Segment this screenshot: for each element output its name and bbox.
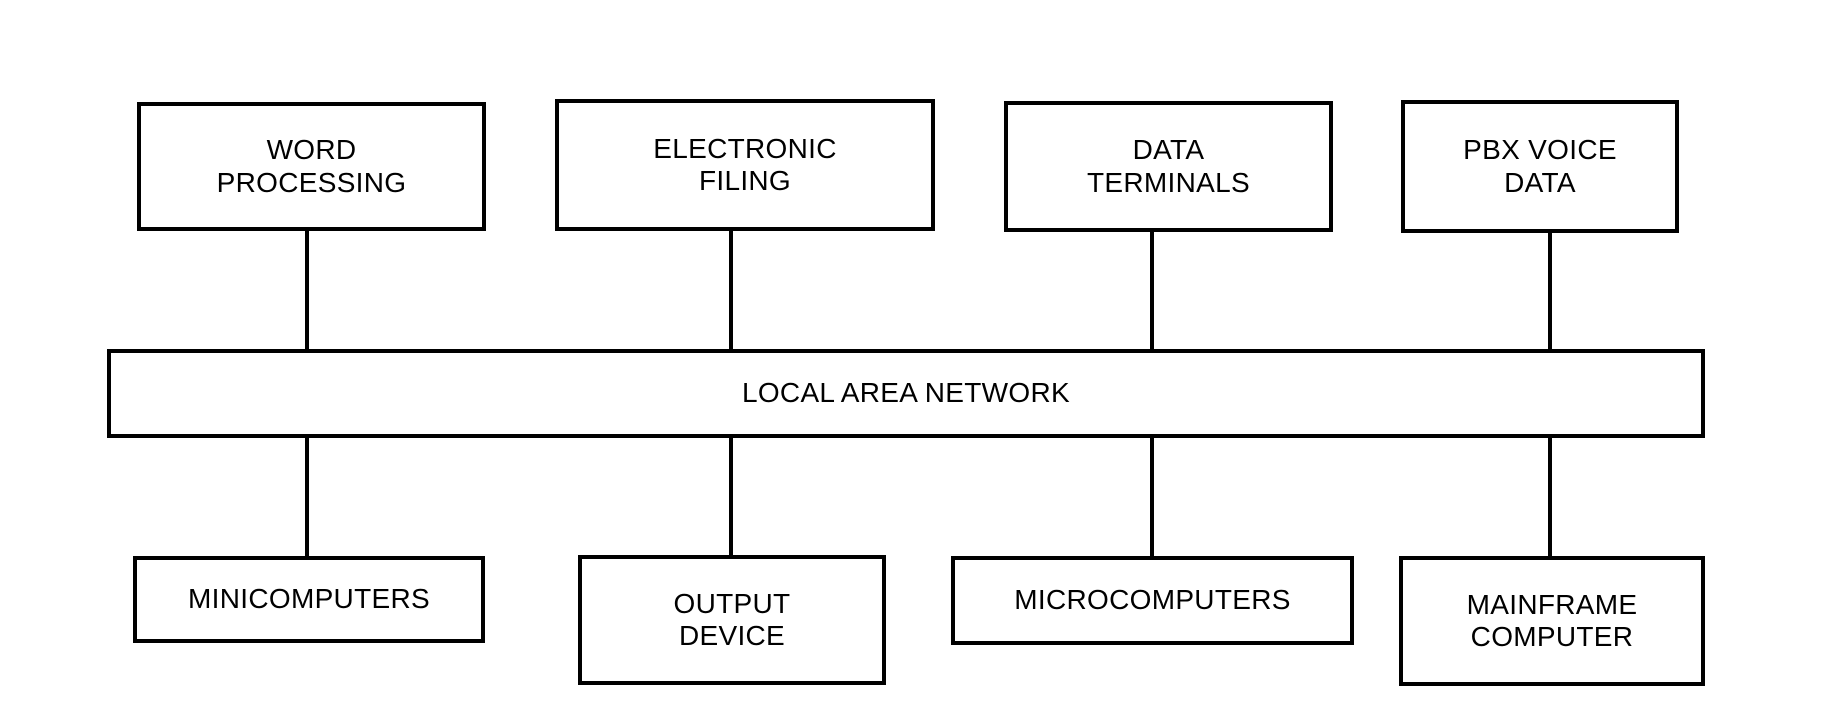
node-electronic-filing: ELECTRONIC FILING — [555, 99, 935, 231]
node-label: MAINFRAME COMPUTER — [1466, 588, 1638, 652]
connector-lan-to-minicomputers — [305, 438, 309, 556]
node-word-processing: WORD PROCESSING — [137, 102, 486, 231]
node-label: ELECTRONIC FILING — [653, 132, 837, 196]
bus-label: LOCAL AREA NETWORK — [741, 377, 1070, 409]
node-label: PBX VOICE DATA — [1463, 134, 1617, 198]
connector-lan-to-microcomputers — [1150, 438, 1154, 556]
node-label: DATA TERMINALS — [1087, 134, 1250, 198]
connector-lan-to-output-device — [729, 438, 733, 555]
node-mainframe-computer: MAINFRAME COMPUTER — [1399, 556, 1705, 686]
node-data-terminals: DATA TERMINALS — [1004, 101, 1333, 232]
node-label: OUTPUT DEVICE — [673, 587, 791, 651]
node-label: MINICOMPUTERS — [188, 583, 430, 615]
node-output-device: OUTPUT DEVICE — [578, 555, 886, 685]
node-label: WORD PROCESSING — [216, 134, 407, 198]
node-pbx-voice-data: PBX VOICE DATA — [1401, 100, 1679, 233]
node-label: MICROCOMPUTERS — [1014, 584, 1291, 616]
node-microcomputers: MICROCOMPUTERS — [951, 556, 1354, 645]
connector-lan-to-mainframe-computer — [1548, 438, 1552, 556]
connector-word-processing-to-lan — [305, 231, 309, 349]
connector-data-terminals-to-lan — [1150, 232, 1154, 349]
node-minicomputers: MINICOMPUTERS — [133, 556, 485, 643]
local-area-network-bus: LOCAL AREA NETWORK — [107, 349, 1705, 438]
connector-pbx-voice-data-to-lan — [1548, 233, 1552, 349]
connector-electronic-filing-to-lan — [729, 231, 733, 349]
